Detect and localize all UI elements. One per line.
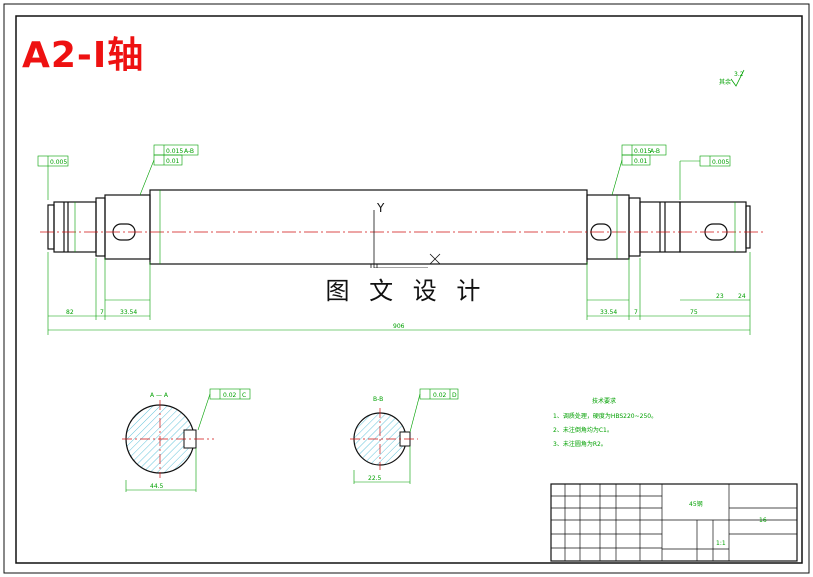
dim-right-seg-1: 33.54 [600,309,617,316]
section-a-dim: 44.5 [150,483,164,490]
ucs-icon [370,210,441,271]
section-b-b [350,388,459,484]
section-b-dim: 22.5 [368,475,382,482]
dim-left-seg-3: 33.54 [120,309,137,316]
notes-heading: 技术要求 [592,397,616,405]
section-a-tol: 0.02 [223,392,237,399]
dim-right-seg-3: 75 [690,309,698,316]
outer-frame [3,3,810,574]
note-1: 1、调质处理，硬度为HBS220~250。 [553,412,657,420]
note-3: 3、未注圆角为R2。 [553,440,607,448]
dim-right-seg-4: 23 [716,293,724,300]
section-a-a [122,388,251,492]
gdt-frames [37,144,731,200]
gdt-cyl-left-2: 0.01 [166,158,180,165]
watermark-text: 图 文 设 计 [316,268,496,308]
svg-text:其余: 其余 [719,78,731,86]
gdt-runout-right: 0.005 [712,159,729,166]
drawing-title: A2-Ⅰ轴 [22,35,145,76]
inner-frame [15,15,803,564]
shaft-profile [47,189,751,265]
gdt-cyl-right-2: 0.01 [634,158,648,165]
gdt-runout-left: 0.005 [50,159,67,166]
dim-left-seg-1: 82 [66,309,74,316]
dim-right-seg-5: 24 [738,293,746,300]
roughness-symbol: 其余 3.2 [719,69,745,87]
scale-text: 1:1 [716,540,726,547]
section-b-datum: D [452,392,457,399]
gdt-cyl-right-datum: A-B [650,148,660,155]
dim-overall-length: 906 [393,323,405,330]
section-a-label: A — A [150,392,169,399]
gdt-cyl-left: 0.015 [166,148,183,155]
dim-left-seg-2: 7 [100,309,104,316]
part-number: 16 [759,517,767,524]
note-2: 2、未注倒角均为C1。 [553,426,613,434]
gdt-cyl-right: 0.015 [634,148,651,155]
svg-text:3.2: 3.2 [734,71,744,78]
section-b-tol: 0.02 [433,392,447,399]
gdt-cyl-left-datum: A-B [184,148,194,155]
axis-y-label: Y [376,201,385,215]
dim-right-seg-2: 7 [634,309,638,316]
title-block [550,483,798,562]
section-a-datum: C [242,392,246,399]
section-b-label: B-B [373,396,383,403]
dimension-lines [47,190,751,335]
material-text: 45钢 [689,500,703,508]
